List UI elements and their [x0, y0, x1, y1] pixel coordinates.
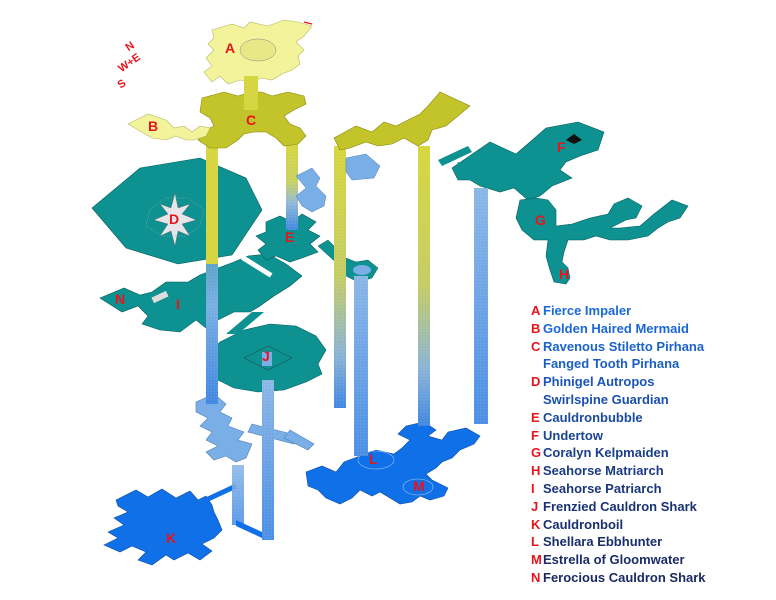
door-n — [151, 290, 169, 304]
corridor-f-west — [456, 162, 500, 176]
legend-name: Golden Haired Mermaid — [543, 320, 689, 336]
legend-key: M — [531, 552, 542, 568]
corridor-upper-east — [333, 91, 471, 151]
legend-name: Coralyn Kelpmaiden — [543, 445, 669, 461]
legend-key: I — [531, 480, 535, 496]
legend-item-i: I Seahorse Patriarch — [531, 480, 776, 498]
shaft-top-east-1-texture — [334, 146, 346, 408]
marker-e: E — [285, 229, 294, 245]
marker-h: H — [559, 266, 569, 282]
marker-g: G — [535, 212, 546, 228]
area-f-g-h — [438, 121, 689, 285]
legend-name: Cauldronbubble — [543, 409, 643, 425]
legend-key: E — [531, 409, 540, 425]
marker-j: J — [262, 348, 270, 364]
room-i-n-hall — [99, 253, 303, 333]
legend-key: F — [531, 427, 539, 443]
map-markers: A B C D E F G H I J K L M N — [115, 40, 569, 546]
shaft-j-texture — [262, 380, 274, 540]
legend-item-d2: Swirlspine Guardian — [531, 391, 776, 409]
room-light-blue-e-east — [345, 153, 381, 181]
room-k-cauldronboil — [103, 483, 238, 566]
room-m-ring — [402, 478, 434, 496]
legend-name: Ravenous Stiletto Pirhana — [543, 338, 705, 354]
corridor-i-j — [226, 312, 264, 334]
legend-name: Fanged Tooth Pirhana — [543, 356, 680, 372]
marker-c: C — [246, 112, 256, 128]
legend-name: Seahorse Patriarch — [543, 480, 662, 496]
marker-n: N — [115, 291, 125, 307]
legend-key: D — [531, 374, 541, 390]
shaft-opening-l — [353, 265, 371, 275]
area-light-blue-e — [295, 167, 327, 213]
shaft-l-west-texture — [354, 276, 368, 456]
compass-south: S — [115, 77, 129, 92]
marker-m: M — [413, 478, 425, 494]
legend-name: Cauldronboil — [543, 516, 624, 532]
legend-key: J — [531, 498, 539, 514]
legend-key: L — [531, 534, 539, 550]
shaft-k-texture — [232, 465, 244, 525]
legend-name: Swirlspine Guardian — [543, 391, 669, 407]
gap-i — [240, 255, 273, 278]
legend-key: G — [531, 445, 542, 461]
marker-l: L — [369, 451, 378, 467]
compass-west-east: W+E — [116, 51, 143, 75]
shaft-c-east-texture — [286, 142, 298, 230]
legend-item-c2: Fanged Tooth Pirhana — [531, 355, 776, 373]
shaft-f-texture — [474, 188, 488, 424]
legend-name: Ferocious Cauldron Shark — [543, 569, 706, 585]
marker-i: I — [176, 296, 180, 312]
legend-name: Seahorse Matriarch — [543, 463, 664, 479]
corridor-e-shaft — [317, 239, 379, 283]
marker-a: A — [225, 40, 235, 56]
shaft-top-east-2-texture — [418, 146, 430, 426]
room-j-pillar — [262, 352, 272, 366]
shaft-c-texture — [206, 144, 218, 404]
connector-k — [236, 520, 262, 538]
marker-b: B — [148, 118, 158, 134]
legend-name: Estrella of Gloomwater — [543, 552, 685, 568]
legend-name: Frenzied Cauldron Shark — [543, 498, 697, 514]
legend-name: Phinigel Autropos — [543, 374, 655, 390]
legend-key: K — [531, 516, 541, 532]
legend-name: Fierce Impaler — [543, 303, 632, 318]
legend-key: B — [531, 320, 541, 336]
room-e-cauldronbubble — [255, 213, 321, 263]
star-d-phinigel — [145, 192, 205, 247]
marker-d: D — [169, 211, 179, 227]
shaft-a-c-texture — [244, 76, 258, 110]
room-j-diamond — [243, 345, 293, 371]
legend-key: A — [531, 303, 541, 318]
room-l-ring — [357, 450, 395, 470]
marker-k: K — [166, 530, 176, 546]
legend-name: Shellara Ebbhunter — [543, 534, 663, 550]
marker-f: F — [557, 139, 566, 155]
room-b-mermaid — [127, 113, 211, 141]
room-a-pit — [239, 38, 277, 62]
legend-key: C — [531, 338, 541, 354]
area-light-blue-lower-west — [195, 393, 315, 463]
legend-key: N — [531, 569, 541, 585]
room-a-edge-marker — [303, 21, 313, 25]
legend-key: H — [531, 463, 541, 479]
legend-item-m: MEstrella of Gloomwater — [531, 551, 776, 569]
legend-name: Undertow — [543, 427, 603, 443]
